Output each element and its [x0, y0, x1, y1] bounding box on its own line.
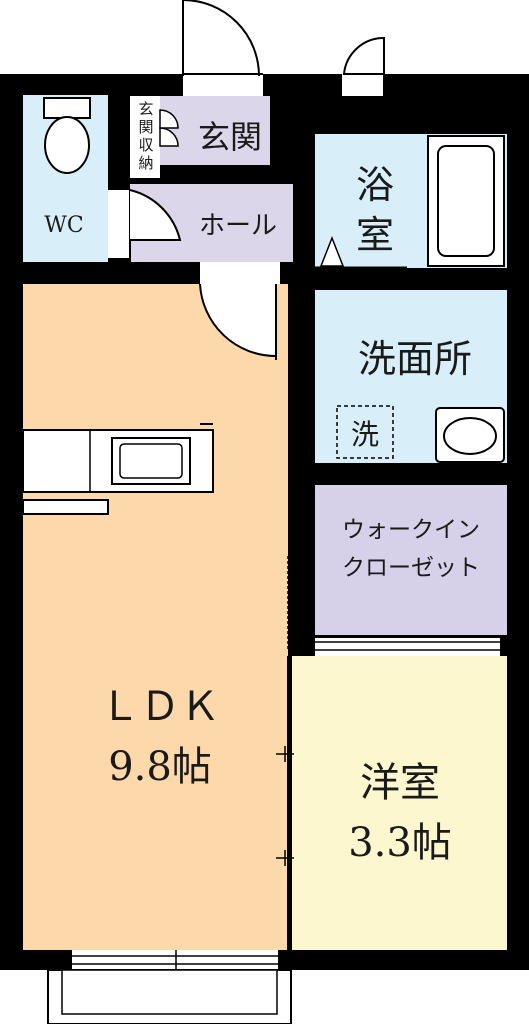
- bath-window-swing: [342, 36, 385, 75]
- ldk-door-swing: [199, 283, 277, 358]
- toilet-icon: [43, 97, 91, 119]
- label-closet-0: ウォークイン: [342, 517, 480, 543]
- label-genkan-storage-0: 玄: [138, 100, 153, 118]
- label-genkan: 玄関: [198, 118, 262, 156]
- wc-door-swing: [129, 189, 182, 241]
- label-washroom: 洗面所: [358, 337, 472, 381]
- label-western-size: 3.3帖: [348, 820, 452, 866]
- label-genkan-storage-3: 納: [138, 154, 153, 172]
- label-western: 洋室: [360, 760, 440, 806]
- room-walkin-closet: [315, 485, 507, 635]
- label-hall: ホール: [199, 211, 277, 241]
- label-closet-1: クローゼット: [342, 555, 480, 581]
- label-genkan-storage-2: 収: [138, 136, 153, 154]
- entrance-door-swing: [182, 0, 260, 77]
- label-ldk-size: 9.8帖: [108, 744, 212, 790]
- room-genkan-storage: [130, 96, 160, 178]
- room-western: [292, 656, 507, 950]
- label-bath-1: 室: [356, 213, 394, 257]
- label-genkan-storage-1: 関: [138, 118, 153, 136]
- label-washer: 洗: [351, 418, 379, 451]
- label-wc: WC: [44, 213, 83, 238]
- label-bath-0: 浴: [356, 163, 394, 207]
- washer-space: [336, 405, 394, 459]
- room-ldk: [23, 284, 288, 950]
- label-ldk: ＬＤＫ: [100, 684, 220, 730]
- entrance-door-opening: [183, 74, 263, 96]
